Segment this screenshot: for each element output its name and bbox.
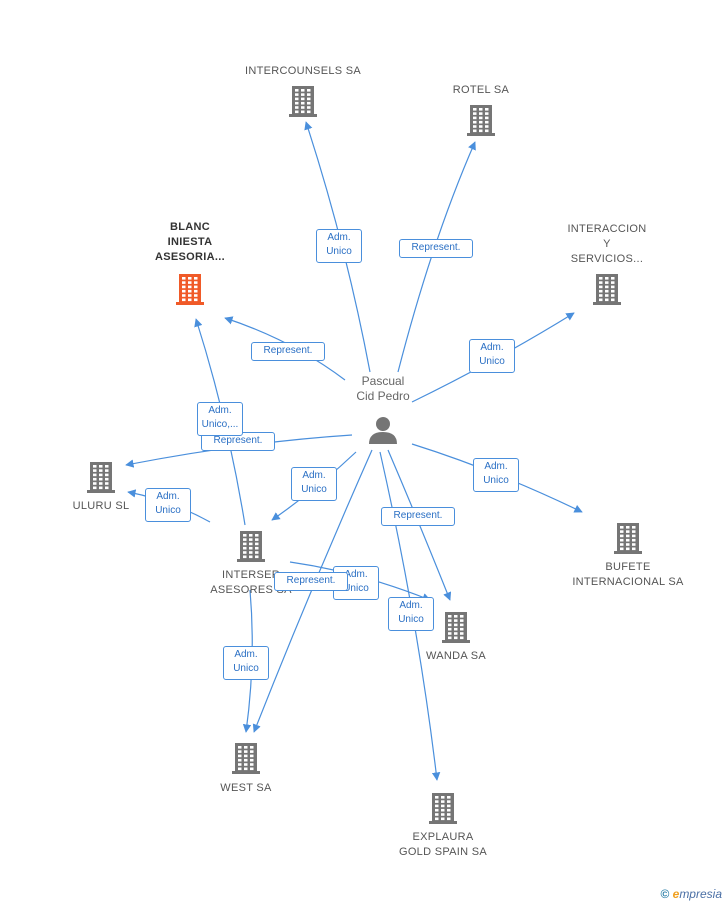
person-icon[interactable] — [369, 417, 397, 444]
building-icon[interactable] — [429, 793, 457, 824]
relation-label[interactable]: Adm. Unico — [145, 488, 191, 522]
building-icon[interactable] — [232, 743, 260, 774]
relation-label[interactable]: Adm. Unico — [473, 458, 519, 492]
company-label-blanc[interactable]: BLANC INIESTA ASESORIA... — [155, 221, 225, 263]
relation-label[interactable]: Represent. — [381, 506, 455, 526]
company-label-west[interactable]: WEST SA — [220, 782, 272, 794]
relation-label[interactable]: Adm. Unico — [223, 646, 269, 680]
company-label-wanda[interactable]: WANDA SA — [425, 650, 487, 662]
company-label-interaccion[interactable]: INTERACCION Y SERVICIOS... — [567, 223, 647, 265]
building-icon[interactable] — [614, 523, 642, 554]
relation-label[interactable]: Adm. Unico,... — [197, 402, 243, 436]
company-label-rotel[interactable]: ROTEL SA — [452, 84, 510, 96]
company-label-explaura[interactable]: EXPLAURA GOLD SPAIN SA — [398, 831, 488, 858]
company-label-interser[interactable]: INTERSER ASESORES SA — [210, 569, 291, 596]
person-label[interactable]: Pascual Cid Pedro — [356, 374, 410, 403]
building-icon[interactable] — [467, 105, 495, 136]
relation-label[interactable]: Adm. Unico — [291, 467, 337, 501]
relation-label[interactable]: Represent. — [274, 571, 348, 591]
relation-label[interactable]: Represent. — [251, 341, 325, 361]
building-icon[interactable] — [289, 86, 317, 117]
relation-label[interactable]: Adm. Unico — [316, 229, 362, 263]
company-label-intercounsels[interactable]: INTERCOUNSELS SA — [244, 65, 362, 77]
relation-label[interactable]: Represent. — [399, 238, 473, 258]
empresia-logo: © empresia — [660, 887, 722, 901]
building-icon[interactable] — [87, 462, 115, 493]
relation-label[interactable]: Adm. Unico — [388, 597, 434, 631]
company-label-uluru[interactable]: ULURU SL — [72, 500, 130, 512]
building-icon[interactable] — [593, 274, 621, 305]
relation-edge-person-west — [252, 449, 373, 733]
company-label-bufete[interactable]: BUFETE INTERNACIONAL SA — [572, 561, 684, 588]
building-icon[interactable] — [237, 531, 265, 562]
building-icon[interactable] — [176, 274, 204, 305]
relation-label[interactable]: Adm. Unico — [469, 339, 515, 373]
building-icon[interactable] — [442, 612, 470, 643]
